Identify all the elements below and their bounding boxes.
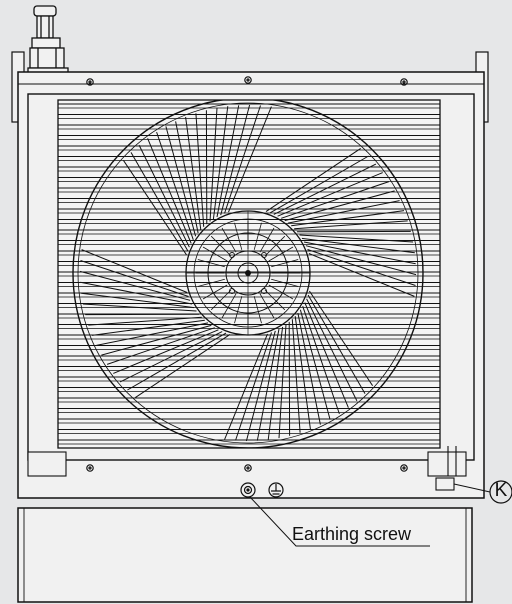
grille-border <box>57 99 441 449</box>
base-box <box>17 507 473 603</box>
k-detail <box>435 446 457 491</box>
grille-slats <box>58 103 440 445</box>
bolts <box>86 76 408 472</box>
earthing-leader <box>249 496 430 547</box>
k-circle <box>489 480 512 504</box>
cooling-fan <box>58 100 440 448</box>
corner-mounts <box>27 451 467 477</box>
earth-ground-symbol <box>268 482 284 498</box>
earthing-screw <box>240 482 256 498</box>
earthing-screw-label: Earthing screw <box>292 524 412 544</box>
k-callout-label: K <box>494 480 508 501</box>
